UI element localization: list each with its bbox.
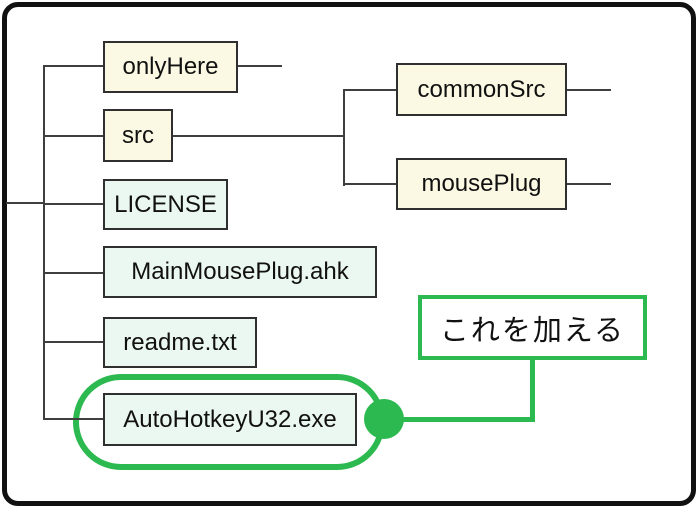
tree-line-src-to-children	[172, 135, 345, 137]
callout-connector-vertical	[530, 358, 535, 422]
node-license: LICENSE	[103, 179, 228, 230]
tree-line-trunk	[43, 65, 45, 420]
tree-line-branch-onlyhere	[43, 65, 103, 67]
tree-line-tail-mouseplug	[566, 183, 611, 185]
callout-box: これを加える	[418, 295, 647, 360]
tree-line-branch-autohotkey	[43, 418, 103, 420]
tree-line-tail-onlyhere	[237, 65, 282, 67]
tree-line-src-riser	[343, 89, 345, 186]
callout-connector-horizontal	[384, 417, 534, 422]
node-onlyhere: onlyHere	[103, 41, 238, 93]
tree-line-lead-mouseplug	[343, 183, 396, 185]
node-autohotkeyu32-exe: AutoHotkeyU32.exe	[103, 393, 357, 446]
node-commonsrc: commonSrc	[396, 63, 567, 116]
tree-line-branch-readme	[43, 341, 103, 343]
tree-line-lead-commonsrc	[343, 89, 396, 91]
node-mouseplug: mousePlug	[396, 158, 567, 210]
node-src: src	[103, 109, 173, 162]
tree-line-root	[6, 202, 44, 204]
node-readme-txt: readme.txt	[103, 317, 257, 368]
tree-line-tail-commonsrc	[566, 89, 611, 91]
highlight-dot	[364, 399, 404, 439]
tree-line-branch-src	[43, 135, 103, 137]
node-mainmouseplug-ahk: MainMousePlug.ahk	[103, 246, 377, 298]
diagram-frame-border	[2, 2, 696, 506]
tree-line-branch-mainmouseplug	[43, 272, 103, 274]
tree-line-branch-license	[43, 203, 103, 205]
